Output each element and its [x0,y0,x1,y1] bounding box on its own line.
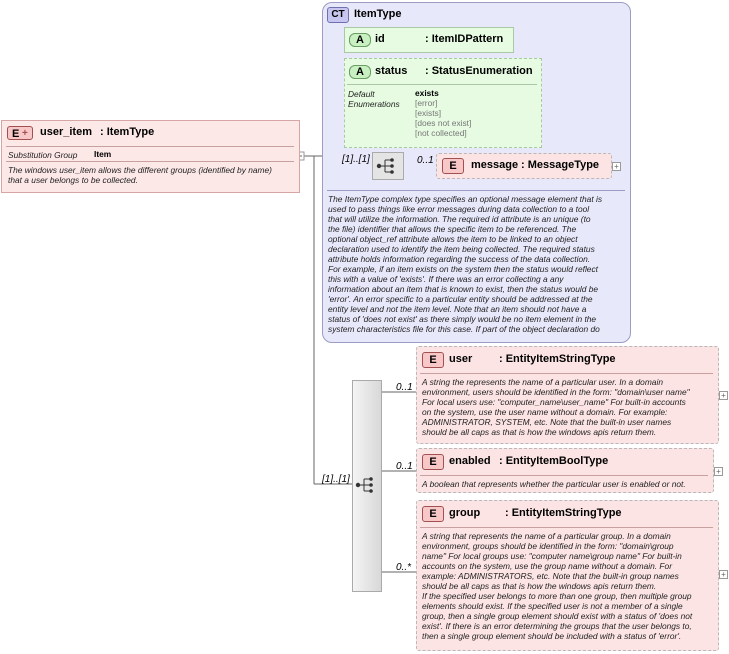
attribute-id[interactable]: A id : ItemIDPattern [344,27,514,53]
divider [6,161,294,162]
root-element-type: : ItemType [100,126,155,138]
message-cardinality: 0..1 [417,155,434,166]
doc-line: group, then a single group element shoul… [422,611,693,621]
enumeration-value: [does not exist] [415,118,472,128]
doc-line: exist'. If there is an error determining… [422,621,692,631]
doc-line: environment, users should be identified … [422,387,690,397]
element-badge-icon: E [422,506,444,522]
element-plus-icon: + [22,128,28,139]
doc-line: A boolean that represents whether the pa… [422,479,686,489]
attribute-badge-icon: A [349,33,371,47]
doc-line: attribute holds information regarding th… [328,254,591,264]
doc-line: on the system, use the user name without… [422,407,668,417]
expand-icon[interactable]: + [612,162,621,171]
element-group[interactable]: E group : EntityItemStringType A string … [416,500,719,651]
doc-line: should be all caps as that is how the wi… [422,427,657,437]
divider [420,527,713,528]
substitution-group-label: Substitution Group [8,150,78,160]
doc-line: environment, groups should be identified… [422,541,674,551]
doc-line: should be all caps as that is how the wi… [422,581,657,591]
attribute-name: id [375,33,385,45]
doc-line: example: ADMINISTRATORS, etc. Note that … [422,571,679,581]
attribute-type: : ItemIDPattern [425,33,504,45]
doc-line: If the specified user belongs to more th… [422,591,692,601]
doc-line: status of 'does not exist' as there simp… [328,314,597,324]
default-value: exists [415,88,439,98]
element-type: : EntityItemBoolType [499,455,609,467]
doc-line: The ItemType complex type specifies an o… [328,194,603,204]
enumeration-value: [not collected] [415,128,467,138]
attribute-status[interactable]: A status : StatusEnumeration Default Enu… [344,58,542,148]
user-cardinality: 0..1 [396,382,413,393]
doc-line: name" For local groups use: "computer na… [422,551,682,561]
element-message[interactable]: E message : MessageType [436,153,612,179]
element-badge-icon: E [7,126,33,140]
expand-icon[interactable]: + [719,391,728,400]
doc-line: the file) identifier that allows the spe… [328,224,577,234]
substitution-group-value: Item [94,149,112,159]
element-badge-icon: E [422,454,444,470]
default-enumerations-label: Default [348,89,375,99]
element-enabled[interactable]: E enabled : EntityItemBoolType A boolean… [416,448,714,493]
doc-line: For local users use: "computer_name\user… [422,397,686,407]
attribute-name: status [375,65,408,77]
root-doc-line: The windows user_item allows the differe… [8,165,272,175]
element-name: group [449,507,481,519]
element-type: : MessageType [521,159,600,171]
doc-line: this with a value of 'exists'. If there … [328,274,564,284]
doc-line: used to pass things like error messages … [328,204,590,214]
sequence-cardinality: [1]..[1] [342,154,370,165]
attribute-type: : StatusEnumeration [425,65,533,77]
divider [347,84,537,85]
expand-icon[interactable]: + [719,570,728,579]
default-enumerations-label: Enumerations [348,99,400,109]
divider [420,475,708,476]
divider [327,190,625,191]
root-element-name: user_item [40,126,92,138]
element-name: enabled [449,455,491,467]
divider [420,373,713,374]
root-doc-line: that a user belongs to be collected. [8,175,138,185]
element-user[interactable]: E user : EntityItemStringType A string t… [416,346,719,444]
sequence-compositor[interactable] [352,380,382,592]
enabled-cardinality: 0..1 [396,461,413,472]
doc-line: accounts on the system, use the group na… [422,561,672,571]
doc-line: ADMINISTRATOR, SYSTEM, etc. Note that th… [422,417,672,427]
divider [6,146,294,147]
doc-line: then a single group element should be in… [422,631,682,641]
sequence-compositor[interactable] [372,152,404,180]
doc-line: that will utilize the information. The r… [328,214,591,224]
element-badge-icon: E [442,158,464,174]
sequence-icon [376,158,394,174]
root-element-user-item[interactable]: E + user_item : ItemType Substitution Gr… [1,120,300,193]
element-type: : EntityItemStringType [499,353,616,365]
doc-line: For example, if an item exists on the sy… [328,264,598,274]
doc-line: optional object_ref attribute allows the… [328,234,578,244]
doc-line: 'error'. An error specific to a particul… [328,294,593,304]
doc-line: entity level and not the item level. Not… [328,304,587,314]
doc-line: information about an item that is known … [328,284,599,294]
enumeration-value: [error] [415,98,438,108]
enumeration-value: [exists] [415,108,442,118]
doc-line: A string the represents the name of a pa… [422,377,663,387]
doc-line: system characteristics file for this cas… [328,324,600,334]
expand-icon[interactable]: + [714,467,723,476]
complex-type-name: ItemType [354,8,402,20]
sequence-icon [355,477,373,493]
doc-line: elements should exist. If the specified … [422,601,683,611]
element-name: user [449,353,473,365]
group-cardinality: 0..* [396,562,412,573]
complex-type-badge-icon: CT [327,7,349,23]
sequence-cardinality: [1]..[1] [322,474,350,485]
doc-line: declaration used to identify the item be… [328,244,595,254]
element-badge-icon: E [422,352,444,368]
element-type: : EntityItemStringType [505,507,622,519]
doc-line: A string that represents the name of a p… [422,531,671,541]
attribute-badge-icon: A [349,65,371,79]
element-name: message [471,159,519,171]
